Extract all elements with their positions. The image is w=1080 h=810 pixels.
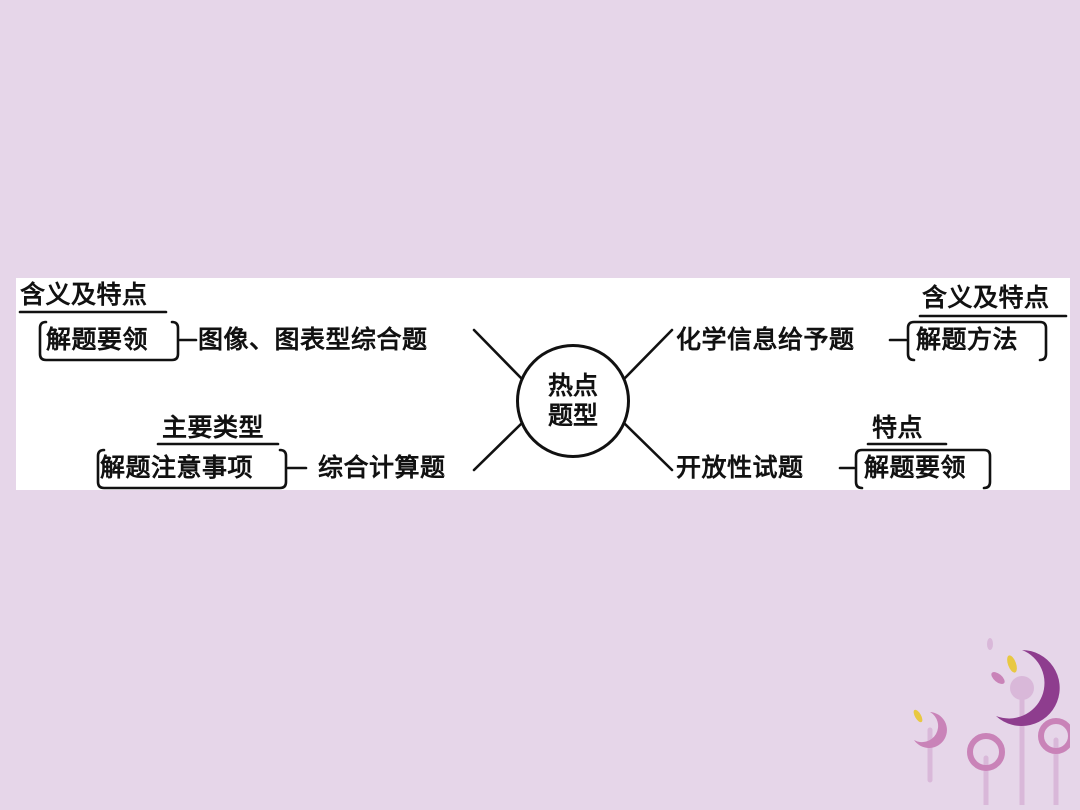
bl-top-label: 主要类型 — [162, 413, 265, 442]
center-node: 热点 题型 — [516, 344, 630, 458]
tl-top-label: 含义及特点 — [20, 280, 148, 309]
tr-branch-title: 化学信息给予题 — [676, 325, 855, 354]
spoke-top-right — [623, 328, 674, 380]
bracket-br — [854, 448, 992, 490]
br-top-label: 特点 — [872, 413, 924, 442]
connector-lines — [18, 310, 1068, 490]
br-branch-title: 开放性试题 — [676, 453, 804, 482]
bracket-bl — [96, 448, 288, 490]
mind-map-panel: 热点 题型 含义及特点 解题要领 图像、图表型综合题 主要类型 解题注意事项 综… — [16, 278, 1070, 490]
bracket-tr — [906, 320, 1048, 362]
bl-boxed-label: 解题注意事项 — [100, 453, 254, 482]
spoke-top-left — [472, 328, 523, 380]
br-boxed-label: 解题要领 — [864, 453, 967, 482]
center-line-1: 热点 — [547, 371, 598, 400]
bracket-tl — [38, 320, 180, 362]
tl-branch-title: 图像、图表型综合题 — [198, 325, 428, 354]
center-line-2: 题型 — [547, 401, 598, 430]
bl-branch-title: 综合计算题 — [318, 453, 446, 482]
tr-boxed-label: 解题方法 — [916, 325, 1019, 354]
decorative-flower-icon — [913, 638, 1070, 805]
spoke-bottom-left — [472, 422, 523, 472]
tl-boxed-label: 解题要领 — [46, 325, 149, 354]
tr-top-label: 含义及特点 — [922, 283, 1050, 312]
spoke-bottom-right — [623, 422, 674, 472]
